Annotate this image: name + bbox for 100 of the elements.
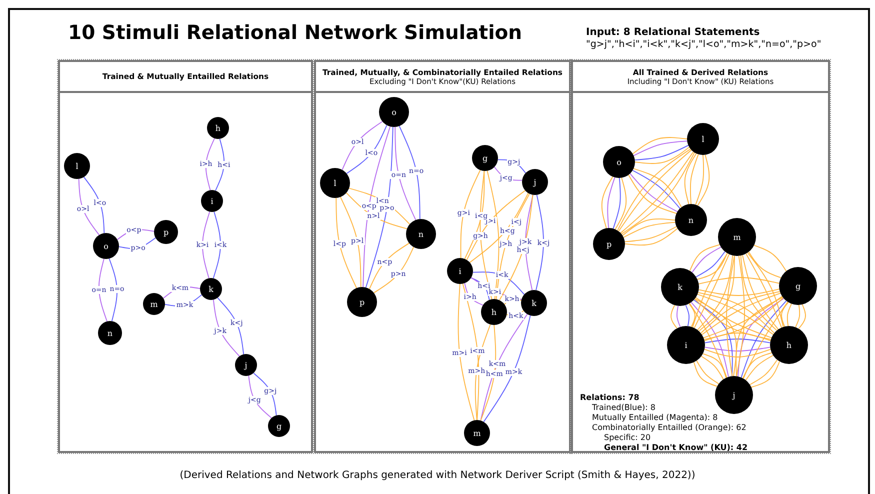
relation-line: [108, 258, 118, 322]
stimulus-node: [687, 123, 719, 155]
relation-line: [253, 372, 277, 416]
relation-line: [462, 283, 480, 420]
relation-line: [632, 137, 688, 154]
stimulus-node: [200, 278, 222, 300]
node-letter: p: [163, 228, 169, 236]
stimulus-node: [379, 97, 409, 127]
stimulus-node: [661, 268, 699, 306]
relation-line: [464, 170, 485, 260]
node-letter: g: [276, 422, 282, 430]
stimulus-node: [98, 321, 122, 345]
node-letter: g: [795, 282, 801, 290]
stimulus-node: [472, 145, 498, 171]
stimulus-node: [593, 228, 625, 260]
relation-line: [695, 154, 704, 206]
relation-line: [786, 303, 792, 326]
relation-line: [698, 288, 780, 296]
node-letter: i: [684, 340, 688, 350]
stat-line: General "I Don't Know" (KU): 42: [604, 444, 748, 453]
relation-line: [525, 194, 534, 291]
stimulus-node: [522, 169, 548, 195]
relation-line: [612, 178, 621, 229]
relation-line: [634, 144, 689, 160]
node-letter: m: [733, 232, 741, 242]
relation-line: [212, 211, 221, 279]
stimulus-node: [481, 299, 507, 325]
stimulus-node: [675, 204, 707, 236]
stat-line: Trained(Blue): 8: [592, 404, 656, 413]
node-letter: m: [150, 300, 158, 308]
relation-line: [460, 170, 481, 258]
node-letter: n: [418, 230, 424, 238]
relation-line: [458, 284, 475, 421]
relation-line: [670, 304, 678, 329]
stimulus-node: [718, 218, 756, 256]
relation-line: [464, 282, 484, 306]
relation-line: [78, 178, 100, 236]
relation-line: [601, 176, 614, 229]
stimulus-node: [715, 376, 753, 414]
relation-line: [394, 126, 416, 220]
relation-line: [607, 177, 616, 228]
node-letter: j: [244, 360, 248, 370]
stimulus-node: [667, 326, 705, 364]
node-letter: h: [491, 308, 497, 316]
node-letter: o: [104, 242, 108, 250]
stimulus-node: [268, 415, 290, 437]
node-letter: p: [606, 240, 612, 248]
relation-line: [736, 255, 745, 377]
node-letter: o: [616, 158, 622, 166]
relation-line: [704, 338, 771, 344]
caption: (Derived Relations and Network Graphs generated with Network Deriver Script (Smith & Hayes, 2022)): [178, 470, 696, 481]
diagram-title: 10 Stimuli Relational Network Simulation: [68, 21, 522, 44]
relation-line: [698, 277, 780, 284]
node-letter: l: [702, 134, 704, 144]
relation-line: [676, 305, 681, 328]
node-letter: g: [482, 154, 488, 162]
relation-line: [624, 226, 677, 242]
node-letter: l: [334, 178, 336, 188]
relation-line: [205, 138, 215, 191]
stat-line: Combinatorially Entailled (Orange): 62: [592, 424, 746, 433]
relation-line: [202, 211, 210, 279]
node-letter: h: [786, 340, 792, 350]
node-letter: n: [107, 328, 113, 338]
relation-line: [634, 146, 690, 164]
stimulus-node: [779, 267, 817, 305]
relation-line: [726, 255, 735, 377]
relation-line: [685, 304, 690, 327]
stat-line: Mutually Entailled (Magenta): 8: [592, 414, 718, 423]
relation-line: [486, 170, 500, 300]
stimulus-node: [154, 220, 178, 244]
node-letter: o: [392, 108, 396, 116]
relation-line: [536, 194, 544, 291]
relation-line: [470, 277, 490, 300]
relation-line: [798, 304, 806, 330]
relation-line: [704, 332, 771, 342]
relation-line: [614, 177, 627, 230]
relation-line: [690, 154, 699, 204]
node-letter: n: [688, 216, 694, 224]
relations-total: Relations: 78: [580, 394, 640, 403]
stat-line: Specific: 20: [604, 434, 651, 443]
stimulus-node: [201, 190, 223, 212]
node-letter: h: [215, 124, 221, 132]
stimulus-node: [143, 293, 165, 315]
relation-line: [480, 324, 496, 421]
relation-line: [623, 222, 676, 238]
input-statements: "g>j","h<i","i<k","k<j","l<o","m>k","n=o","p>o": [586, 40, 822, 50]
relation-line: [622, 218, 676, 236]
relation-line: [754, 244, 787, 272]
stimulus-node: [603, 146, 635, 178]
relation-line: [83, 176, 105, 234]
stimulus-node: [770, 326, 808, 364]
relation-line: [704, 348, 771, 358]
node-letter: k: [678, 282, 682, 292]
relation-line: [704, 346, 771, 352]
stimulus-node: [347, 287, 377, 317]
relation-line: [688, 303, 696, 328]
stimulus-node: [235, 354, 257, 376]
node-letter: k: [208, 284, 214, 294]
stimulus-node: [207, 117, 229, 139]
node-letter: p: [359, 298, 365, 306]
